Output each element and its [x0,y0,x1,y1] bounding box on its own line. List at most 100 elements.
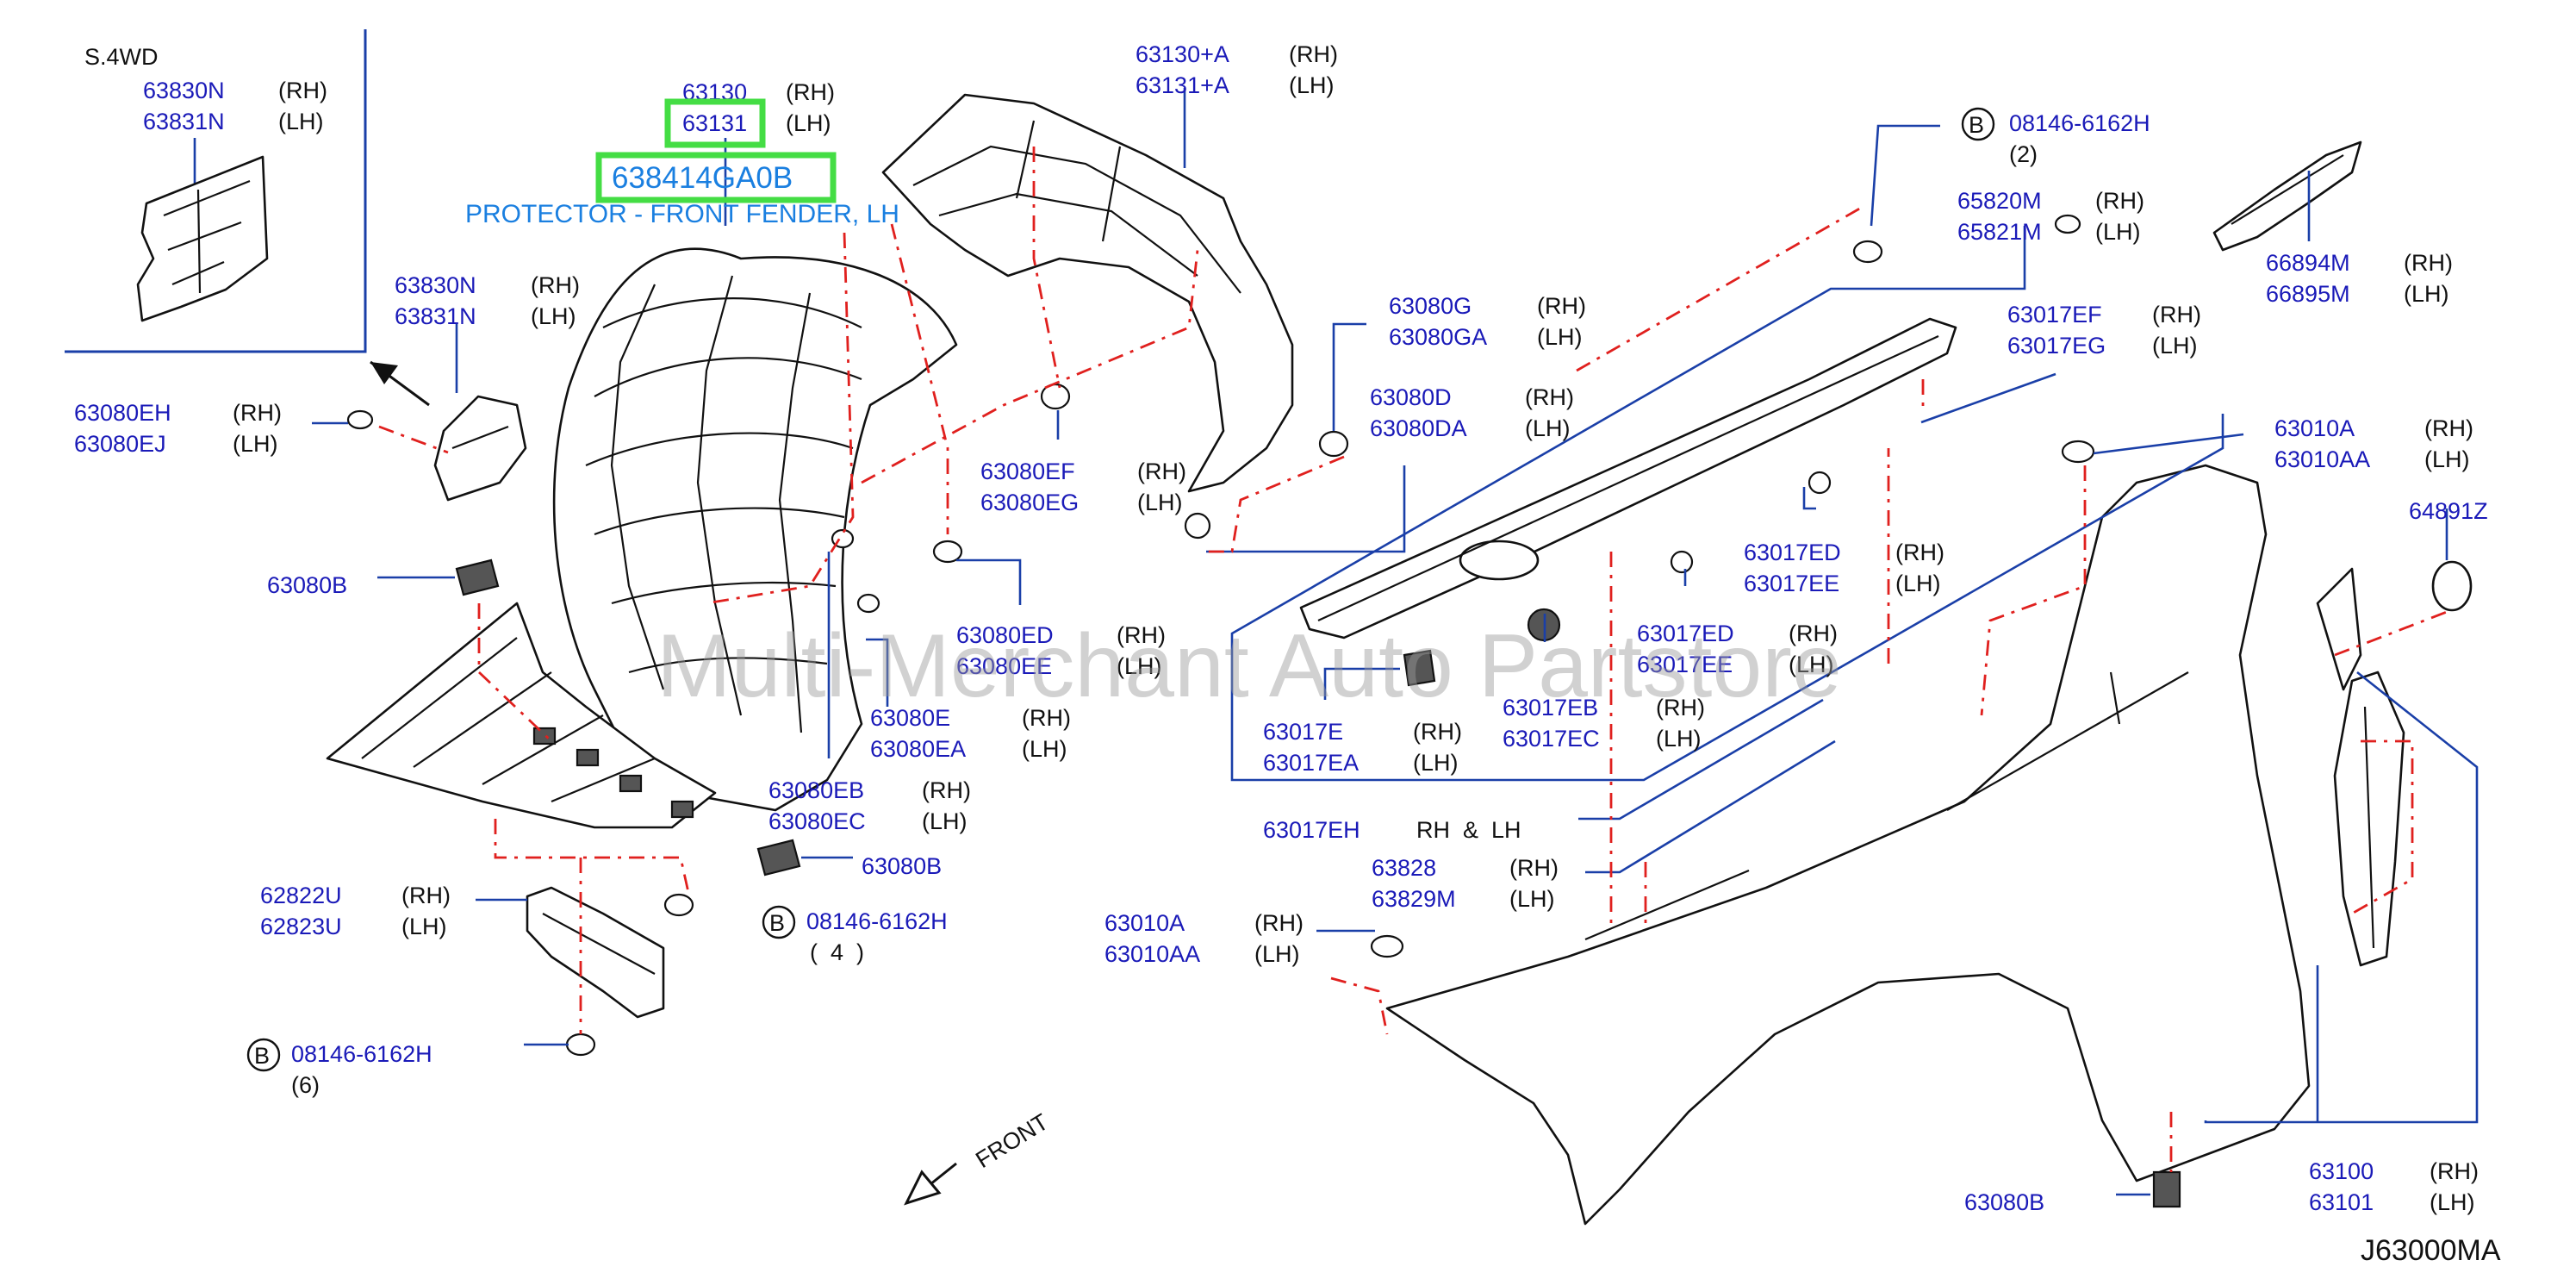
callout-63010a-right-lh[interactable]: 63010AA [2274,446,2370,472]
callout-63830n-mid-lh[interactable]: 63831N [395,303,476,329]
grommet-part [2431,560,2473,612]
highlighted-part-number[interactable]: 638414GA0B [612,161,793,195]
svg-text:(RH): (RH) [2424,415,2473,441]
svg-text:(RH): (RH) [1137,459,1186,484]
svg-text:(LH): (LH) [1509,886,1555,912]
svg-text:(LH): (LH) [1117,653,1162,679]
svg-text:(RH): (RH) [786,79,835,105]
svg-text:(RH): (RH) [1537,293,1586,319]
callout-63080eh-lh[interactable]: 63080EJ [74,431,166,457]
bolt-ref-marker [762,905,796,939]
svg-text:(LH): (LH) [2152,333,2198,359]
svg-text:(LH): (LH) [1895,571,1941,596]
svg-text:(LH): (LH) [2430,1189,2475,1215]
callout-63080eb-lh[interactable]: 63080EC [768,808,866,834]
callout-63017e-rh[interactable]: 63017E [1263,719,1343,745]
callout-63130-lh[interactable]: 63131 [682,110,747,136]
svg-text:(RH): (RH) [2095,188,2144,214]
front-direction-indicator: FRONT [904,1108,1053,1206]
callout-63017ed-a-rh[interactable]: 63017ED [1744,540,1841,565]
callout-63100-rh[interactable]: 63100 [2309,1158,2374,1184]
svg-text:(LH): (LH) [1789,652,1834,677]
fender-inner-strip-part [2316,567,2405,967]
callout-63017eb-lh[interactable]: 63017EC [1503,726,1600,752]
callout-63080ef-rh[interactable]: 63080EF [980,459,1075,484]
callout-08146-top[interactable]: 08146-6162H [2009,110,2150,136]
svg-text:(LH): (LH) [2424,446,2470,472]
callout-65820m-rh[interactable]: 65820M [1957,188,2042,214]
callout-63017ef-lh[interactable]: 63017EG [2007,333,2106,359]
callout-63017ed-b-rh[interactable]: 63017ED [1637,621,1734,646]
svg-text:( 4 ): ( 4 ) [810,939,864,965]
highlight-box-part-no [595,152,837,203]
assembly-dash-lines [378,147,2448,1172]
callout-63100-lh[interactable]: 63101 [2309,1189,2374,1215]
callout-63017eb-rh[interactable]: 63017EB [1503,695,1598,721]
svg-text:(RH): (RH) [1289,41,1338,67]
svg-text:(LH): (LH) [1656,726,1702,752]
callout-63080eb-rh[interactable]: 63080EB [768,777,864,803]
callout-63130a-rh[interactable]: 63130+A [1136,41,1229,67]
svg-text:(LH): (LH) [922,808,968,834]
callout-63080ed-lh[interactable]: 63080EE [956,653,1052,679]
callout-63017ed-b-lh[interactable]: 63017EE [1637,652,1733,677]
svg-text:(RH): (RH) [233,400,282,426]
callout-63010a-left-rh[interactable]: 63010A [1104,910,1185,936]
front-fender-protector-part [326,247,958,829]
callout-63828-lh[interactable]: 63829M [1372,886,1456,912]
svg-text:(LH): (LH) [1525,415,1571,441]
callout-66894m-rh[interactable]: 66894M [2266,250,2350,276]
callout-63080g-rh[interactable]: 63080G [1389,293,1472,319]
callout-63080e-lh[interactable]: 63080EA [870,736,966,762]
svg-text:(RH): (RH) [278,78,327,103]
bolt-ref-marker [246,1038,281,1072]
svg-text:(LH): (LH) [786,110,831,136]
svg-text:FRONT: FRONT [971,1108,1053,1173]
svg-text:(6): (6) [291,1072,320,1098]
callout-63080e-rh[interactable]: 63080E [870,705,950,731]
callout-63080d-rh[interactable]: 63080D [1370,384,1452,410]
callout-63010a-left-lh[interactable]: 63010AA [1104,941,1200,967]
svg-text:(RH): (RH) [1117,622,1166,648]
callout-63017ef-rh[interactable]: 63017EF [2007,302,2102,328]
svg-text:(RH): (RH) [2430,1158,2479,1184]
callout-62822u-lh[interactable]: 62823U [260,914,342,939]
callout-63080d-lh[interactable]: 63080DA [1370,415,1467,441]
svg-text:(LH): (LH) [1537,324,1583,350]
svg-text:(LH): (LH) [233,431,278,457]
callout-63080ef-lh[interactable]: 63080EG [980,490,1079,515]
watermark: Multi-Merchant Auto Partstore [656,616,1842,716]
callout-63080b-left[interactable]: 63080B [267,572,347,598]
callout-63828-rh[interactable]: 63828 [1372,855,1436,881]
callout-63017eh[interactable]: 63017EH [1263,817,1360,843]
callout-63080b-mid[interactable]: 63080B [862,853,942,879]
callout-66894m-lh[interactable]: 66895M [2266,281,2350,307]
callout-63080b-right[interactable]: 63080B [1964,1189,2044,1215]
svg-text:(RH): (RH) [401,883,451,908]
callout-63080g-lh[interactable]: 63080GA [1389,324,1487,350]
callout-63017e-lh[interactable]: 63017EA [1263,750,1359,776]
front-bracket-part [526,886,665,1019]
callout-08146-mid[interactable]: 08146-6162H [806,908,948,934]
callout-63830n-top-lh[interactable]: 63831N [143,109,225,134]
callout-65820m-lh[interactable]: 65821M [1957,219,2042,245]
callout-08146-bottom[interactable]: 08146-6162H [291,1041,432,1067]
callout-63080ed-rh[interactable]: 63080ED [956,622,1054,648]
callout-63080eh-rh[interactable]: 63080EH [74,400,171,426]
svg-text:(RH): (RH) [531,272,580,298]
svg-text:B: B [254,1043,270,1069]
fasteners [346,214,2181,1208]
callout-64891z[interactable]: 64891Z [2409,498,2488,524]
highlight-box-63131 [664,98,766,148]
callout-63130a-lh[interactable]: 63131+A [1136,72,1229,98]
fender-upper-rail-part [1299,317,1957,640]
callout-63010a-right-rh[interactable]: 63010A [2274,415,2355,441]
svg-text:(LH): (LH) [1254,941,1300,967]
callout-63017ed-a-lh[interactable]: 63017EE [1744,571,1839,596]
callout-63830n-top-rh[interactable]: 63830N [143,78,225,103]
callout-63830n-mid-rh[interactable]: 63830N [395,272,476,298]
svg-text:(RH): (RH) [1254,910,1304,936]
svg-text:(LH): (LH) [1413,750,1459,776]
callout-62822u-rh[interactable]: 62822U [260,883,342,908]
